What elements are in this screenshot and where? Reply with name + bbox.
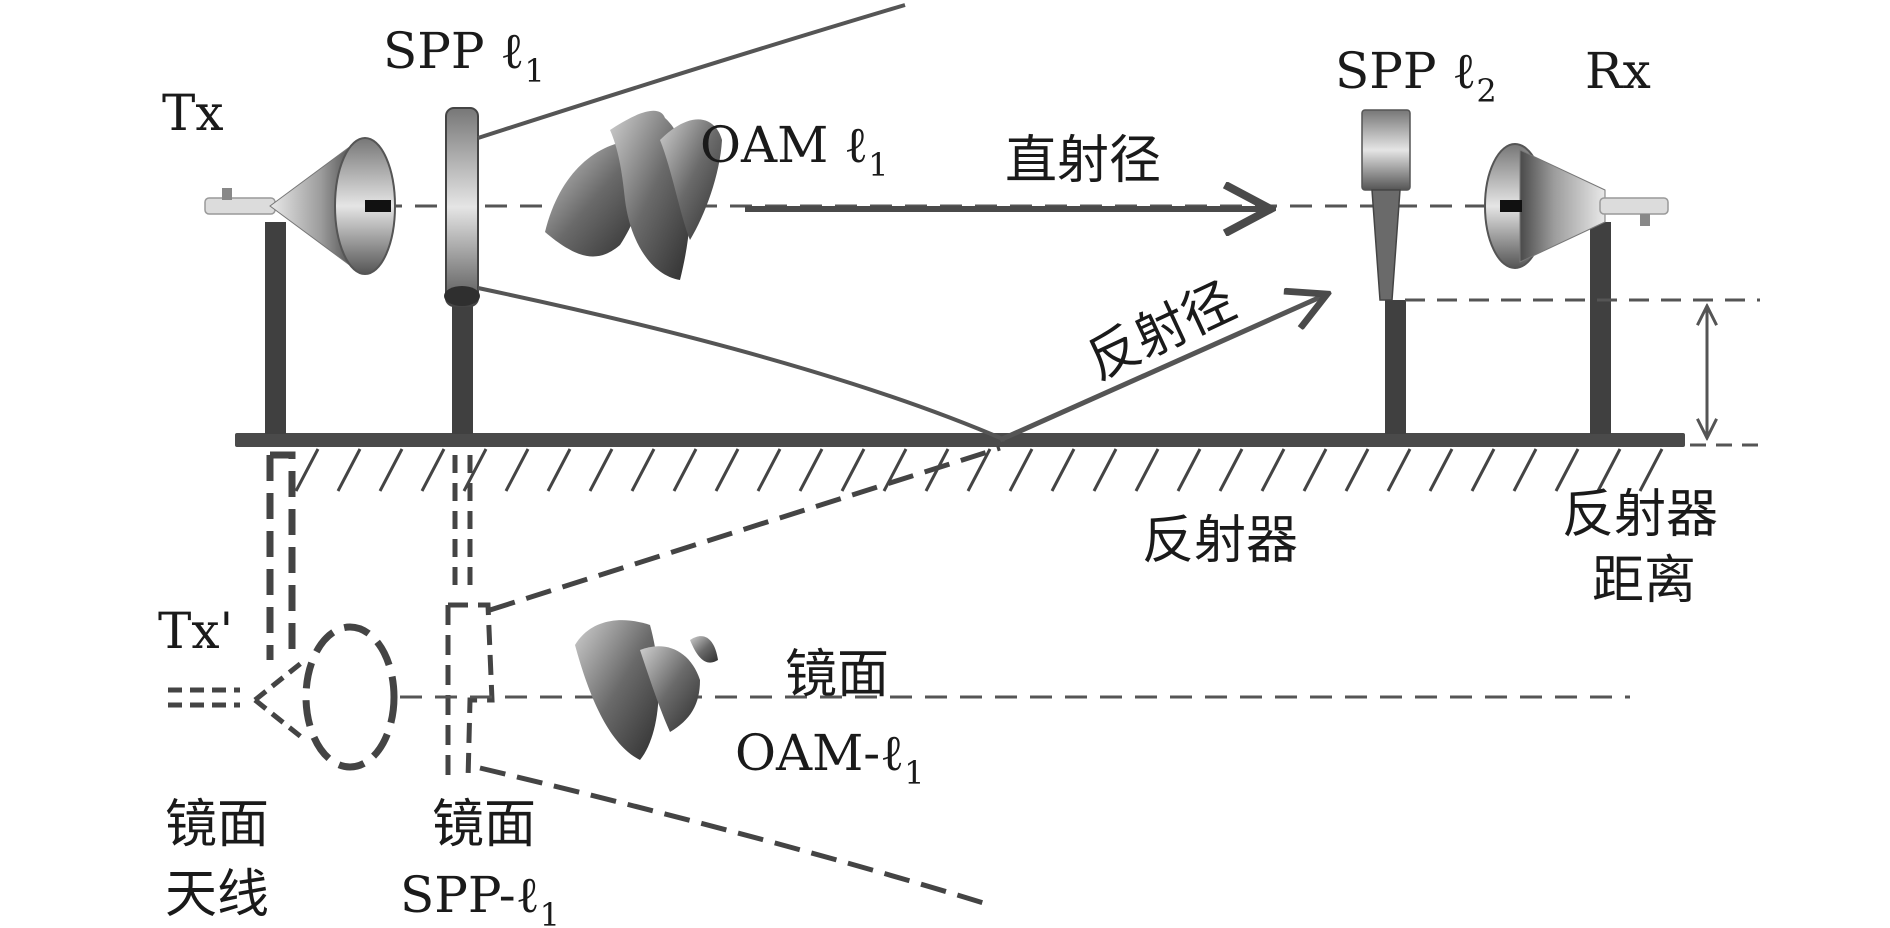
rx-horn-antenna — [1484, 143, 1669, 269]
mirror-tx-post — [266, 451, 296, 660]
mirror-spp-label-line2: SPP-ℓ1 — [400, 866, 560, 928]
spp2-post — [1385, 300, 1406, 434]
spp-l2-plate — [1361, 109, 1411, 301]
reflected-path-arrow — [998, 295, 1325, 443]
mirror-antenna-label-line1: 镜面 — [165, 795, 269, 855]
oam-wavefront-icon — [545, 110, 722, 280]
spp-l1-label: SPP ℓ1 — [383, 22, 545, 90]
tx-post — [265, 222, 286, 434]
mirror-beam-upper — [489, 445, 1001, 613]
mirror-horn-dish — [302, 623, 398, 771]
mirror-oam-wavefront-icon — [575, 620, 718, 760]
rx-label: Rx — [1585, 42, 1651, 100]
oam-l1-label: OAM ℓ1 — [700, 116, 889, 184]
spp1-post — [452, 300, 473, 434]
mirror-tx-feed — [168, 687, 240, 708]
support-posts — [265, 222, 1611, 434]
mirror-spp-label-line1: 镜面 — [432, 795, 536, 855]
mirror-oam-label-line1: 镜面 — [785, 645, 889, 705]
mirror-antenna-label-line2: 天线 — [165, 865, 269, 925]
mirror-spp-post — [452, 455, 473, 595]
reflector-distance-label-line2: 距离 — [1592, 551, 1696, 611]
mirror-beam-lower — [479, 765, 991, 908]
rx-post — [1590, 222, 1611, 434]
beam-upper-edge — [477, 3, 906, 140]
mirror-spp-plate — [445, 602, 495, 781]
tx-horn-antenna — [204, 137, 396, 275]
direct-path-label: 直射径 — [1005, 131, 1161, 191]
mirror-images — [168, 445, 1001, 908]
spp-l2-label: SPP ℓ2 — [1335, 42, 1497, 110]
reflector-ground — [235, 433, 1685, 492]
reflector-label: 反射器 — [1142, 511, 1298, 571]
base-rail — [235, 433, 1685, 447]
tx-label: Tx — [162, 84, 224, 142]
reflector-distance-label-line1: 反射器 — [1562, 485, 1718, 545]
reflector-distance-marker — [1405, 298, 1760, 447]
mirror-oam-label-line2: OAM-ℓ1 — [735, 724, 925, 792]
beam-lower-edge — [477, 286, 1006, 442]
mirror-horn-cone — [253, 658, 307, 742]
ground-hatching — [294, 448, 1664, 492]
reflected-path-label: 反射径 — [1078, 271, 1245, 391]
spp-l1-plate — [444, 107, 480, 307]
mirror-tx-label: Tx' — [158, 602, 233, 660]
